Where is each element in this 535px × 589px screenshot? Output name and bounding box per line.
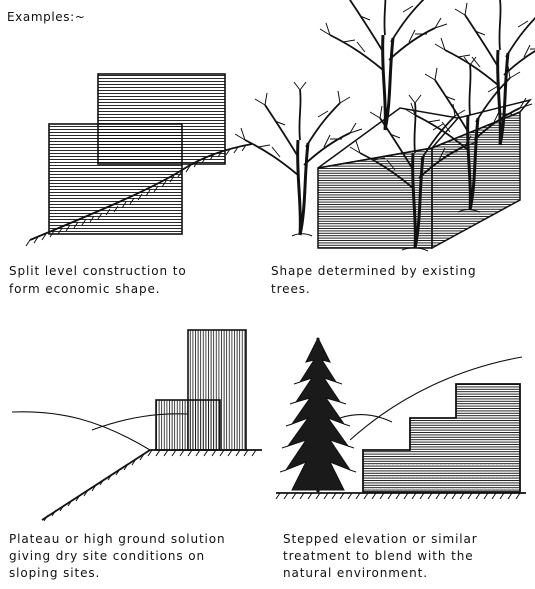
stepped-ground-hatch [275,492,521,500]
ground-hatch [25,144,247,247]
panel-existing-trees [233,0,535,252]
back-hill [339,413,393,423]
building-side [431,110,521,250]
panel-stepped [275,336,526,500]
caption-existing-trees: Shape determined by existing trees. [271,264,481,296]
caption-split-level: Split level construction to form economi… [9,264,191,296]
panel-split-level [25,73,253,247]
low-block [155,399,221,451]
sky-curve [349,356,523,441]
caption-stepped: Stepped elevation or similar treatment t… [283,532,482,580]
caption-plateau: Plateau or high ground solution giving d… [9,532,230,580]
plateau-ground-hatch [43,449,257,522]
conifer-tree [279,336,357,492]
lower-block [48,123,183,235]
plateau-ground [41,449,262,521]
heading: Examples:~ [7,10,85,24]
distant-hill [11,411,151,451]
tree-ground [291,209,481,252]
panel-plateau [11,329,262,522]
hill-slope [29,143,253,241]
